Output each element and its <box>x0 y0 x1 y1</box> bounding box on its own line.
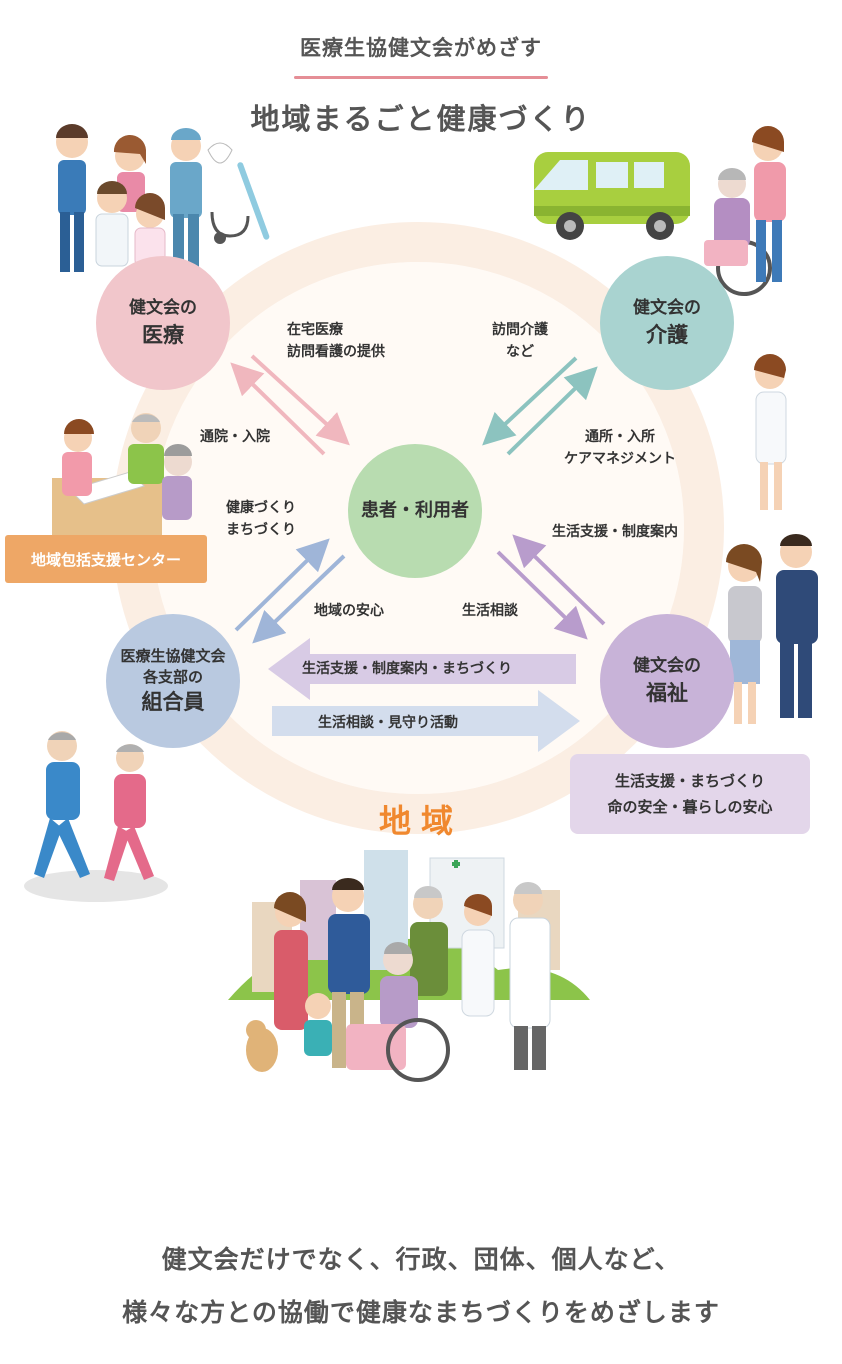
label-health-building-2: まちづくり <box>226 522 296 538</box>
title-divider <box>294 76 548 79</box>
node-care-line2: 介護 <box>646 323 688 347</box>
arrow-welfare-pair <box>496 534 606 640</box>
label-health-building: 健康づくり まちづくり <box>226 497 296 541</box>
arrow-care-pair <box>482 356 598 456</box>
node-members-line1: 医療生協健文会 <box>120 647 226 665</box>
node-members: 医療生協健文会 各支部の 組合員 <box>106 614 240 748</box>
arrow-to-welfare-label: 生活相談・見守り活動 <box>318 715 458 731</box>
medical-staff-illustration <box>56 124 270 272</box>
page-title: 地域まるごと健康づくり <box>250 102 592 136</box>
label-community-safety: 地域の安心 <box>314 603 384 619</box>
label-day-service-2: ケアマネジメント <box>564 451 676 467</box>
welfare-activity-line1: 生活支援・まちづくり <box>614 772 765 790</box>
label-health-building-1: 健康づくり <box>226 500 296 516</box>
community-illustration <box>228 850 590 1082</box>
footer-line1: 健文会だけでなく、行政、団体、個人など、 <box>161 1245 681 1274</box>
node-welfare-line1: 健文会の <box>633 656 701 676</box>
welfare-staff-illustration <box>726 534 818 724</box>
node-center-line1: 患者・利用者 <box>361 500 469 521</box>
label-life-consult: 生活相談 <box>462 603 518 619</box>
footer-line2: 様々な方との協働で健康なまちづくりをめざします <box>122 1298 720 1327</box>
arrow-medical-pair <box>230 354 350 456</box>
arrow-to-welfare <box>272 690 580 752</box>
node-medical-line1: 健文会の <box>129 298 197 318</box>
label-home-care-1: 訪問介護 <box>492 322 548 338</box>
node-medical-line2: 医療 <box>142 323 184 347</box>
node-members-line3: 組合員 <box>141 690 205 714</box>
label-home-care: 訪問介護 など <box>492 319 548 363</box>
node-welfare: 健文会の 福祉 <box>600 614 734 748</box>
label-home-medical-1: 在宅医療 <box>287 322 343 338</box>
page-subtitle: 医療生協健文会がめざす <box>300 36 542 60</box>
node-center: 患者・利用者 <box>348 444 482 578</box>
welfare-activity-box: 生活支援・まちづくり 命の安全・暮らしの安心 <box>570 754 810 834</box>
arrow-to-members-label: 生活支援・制度案内・まちづくり <box>302 661 512 677</box>
label-day-service-1: 通所・入所 <box>585 429 655 445</box>
arrow-members-pair <box>234 538 346 644</box>
consultation-illustration <box>52 413 192 538</box>
label-home-medical-2: 訪問看護の提供 <box>287 344 385 360</box>
label-hospital-visit: 通院・入院 <box>200 429 270 445</box>
node-care: 健文会の 介護 <box>600 256 734 390</box>
node-welfare-line2: 福祉 <box>646 681 688 705</box>
label-home-medical: 在宅医療 訪問看護の提供 <box>287 319 385 363</box>
welfare-activity-line2: 命の安全・暮らしの安心 <box>607 798 773 816</box>
node-members-line2: 各支部の <box>142 668 203 686</box>
arrow-to-members <box>268 638 576 700</box>
node-care-line1: 健文会の <box>633 298 701 318</box>
care-van-illustration <box>534 126 786 296</box>
support-center-box: 地域包括支援センター <box>5 535 207 583</box>
node-medical: 健文会の 医療 <box>96 256 230 390</box>
walking-elders-illustration <box>24 731 168 902</box>
label-life-support: 生活支援・制度案内 <box>552 524 678 540</box>
label-home-care-2: など <box>506 344 534 360</box>
nurse-illustration <box>754 354 787 510</box>
label-day-service: 通所・入所 ケアマネジメント <box>564 426 676 470</box>
region-label: 地域 <box>378 802 463 840</box>
